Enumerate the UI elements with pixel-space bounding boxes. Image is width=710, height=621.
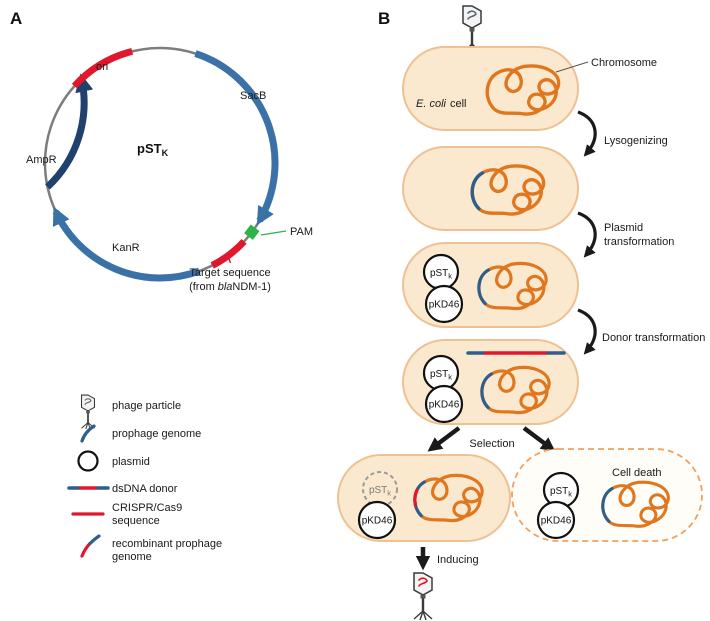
ori-segment	[71, 48, 134, 89]
legend-item-plasmid: plasmid	[77, 450, 150, 472]
panel-a-label: A	[10, 9, 22, 28]
ecoli-cell-2	[402, 146, 579, 231]
pstk-label: pSTk	[430, 369, 452, 382]
plasmid-icon	[77, 450, 99, 472]
selection-arrow-right	[522, 426, 556, 452]
kanr-label: KanR	[112, 242, 140, 254]
ecoli-cell-1	[402, 46, 579, 131]
ori-label: ori	[96, 61, 108, 73]
pam-marker	[244, 224, 260, 240]
pstk-label: pSTk	[369, 485, 391, 498]
legend-crispr-label-2: sequence	[112, 515, 160, 527]
donor-transformation-label: Donor transformation	[602, 332, 705, 344]
ecoli-rest: cell	[450, 98, 467, 110]
pkd46-label: pKD46	[541, 516, 572, 527]
pstk-label: pSTk	[430, 268, 452, 281]
pkd46-plasmid: pKD46	[357, 500, 397, 540]
legend: phage particle prophage genome plasmid d…	[67, 395, 222, 563]
pkd46-label: pKD46	[362, 516, 393, 527]
kanr-segment	[52, 206, 201, 282]
chromosome-leader	[555, 61, 589, 73]
chromosome-label: Chromosome	[591, 57, 657, 69]
pkd46-label: pKD46	[429, 400, 460, 411]
pstk-circle-dashed	[362, 471, 398, 507]
step-arrow-plasmid-transformation	[577, 211, 597, 258]
inducing-label: Inducing	[437, 554, 479, 566]
step-arrow-lysogenizing	[577, 110, 597, 157]
sacb-segment	[194, 50, 279, 226]
plasmid-name-subscript: K	[162, 148, 169, 158]
legend-item-recombinant-prophage: recombinant prophage genome	[80, 534, 222, 563]
recombinant-prophage-icon	[80, 534, 101, 558]
pkd46-circle	[424, 384, 464, 424]
pam-leader	[260, 230, 287, 236]
phage-icon	[82, 395, 95, 429]
pkd46-circle	[424, 284, 464, 324]
pkd46-circle	[357, 500, 397, 540]
panel-a: A ori SacB AmpR KanR PAM Target sequence…	[10, 9, 313, 293]
prophage-icon	[80, 424, 96, 443]
selection-arrow-left	[427, 426, 461, 452]
legend-item-phage-particle: phage particle	[82, 395, 181, 429]
legend-prophage-label: prophage genome	[112, 428, 201, 440]
target-from: (from	[189, 281, 215, 293]
legend-plasmid-label: plasmid	[112, 456, 150, 468]
legend-item-prophage-genome: prophage genome	[80, 424, 201, 443]
pstk-label: pSTk	[550, 486, 572, 499]
pkd46-plasmid: pKD46	[536, 500, 576, 540]
plasmid-transformation-label-2: transformation	[604, 236, 674, 248]
legend-phage-label: phage particle	[112, 400, 181, 412]
cell-death-label: Cell death	[612, 467, 662, 479]
pstk-plasmid-cured: pSTk	[362, 471, 398, 507]
legend-item-crispr-sequence: CRISPR/Cas9 sequence	[71, 502, 182, 527]
pstk-plasmid: pSTk	[422, 253, 460, 291]
phage-top-icon	[463, 6, 481, 53]
legend-crispr-label-1: CRISPR/Cas9	[112, 502, 182, 514]
panel-b-label: B	[378, 9, 390, 28]
phage-bottom-icon	[414, 573, 432, 620]
legend-recomb-label-1: recombinant prophage	[112, 538, 222, 550]
pam-label: PAM	[290, 226, 313, 238]
pkd46-label: pKD46	[429, 300, 460, 311]
ampr-label: AmpR	[26, 154, 57, 166]
target-leader	[227, 255, 232, 264]
pkd46-plasmid: pKD46	[424, 284, 464, 324]
plasmid-name: pSTK	[137, 141, 169, 158]
legend-item-dsdna-donor: dsDNA donor	[67, 483, 178, 495]
legend-dsdna-label: dsDNA donor	[112, 483, 178, 495]
plasmid-transformation-label-1: Plasmid	[604, 222, 643, 234]
pstk-plasmid: pSTk	[422, 354, 460, 392]
ecoli-italic: E. coli	[416, 98, 447, 110]
lysogenizing-label: Lysogenizing	[604, 135, 668, 147]
selection-label: Selection	[469, 438, 514, 450]
target-segment	[210, 238, 247, 269]
pkd46-circle	[536, 500, 576, 540]
sacb-label: SacB	[240, 90, 266, 102]
step-arrow-donor-transformation	[577, 308, 597, 355]
ampr-segment	[45, 73, 94, 190]
pkd46-plasmid: pKD46	[424, 384, 464, 424]
target-label-line1: Target sequence	[189, 267, 270, 279]
target-bla-italic: bla	[218, 281, 233, 293]
legend-recomb-label-2: genome	[112, 551, 152, 563]
target-rest: NDM-1)	[232, 281, 271, 293]
